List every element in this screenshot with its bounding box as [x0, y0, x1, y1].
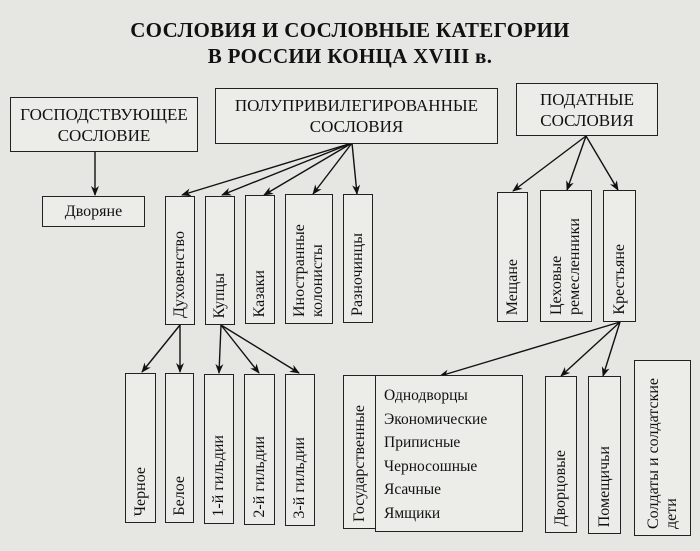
arrow: [512, 135, 587, 192]
raznochintsy-label: Разночинцы: [349, 233, 366, 316]
semi-line-2: СОСЛОВИЯ: [309, 117, 404, 136]
merchants-box: Купцы: [205, 196, 235, 325]
arrow: [560, 321, 621, 377]
white-clergy-label: Белое: [170, 476, 188, 516]
soldiers-box: Солдаты и солдатские дети: [634, 360, 691, 536]
raznochintsy-box: Разночинцы: [343, 194, 373, 323]
arrow: [439, 321, 621, 378]
arrow: [566, 135, 587, 191]
arrow: [220, 324, 300, 374]
colonists-label: Иностранные колонисты: [291, 224, 326, 317]
townspeople-box: Мещане: [497, 192, 528, 322]
state-peasants-label: Государственные: [350, 405, 368, 522]
arrow: [221, 142, 353, 196]
arrow: [220, 324, 260, 374]
taxable-line-2: СОСЛОВИЯ: [540, 110, 634, 130]
ruling-estate-box: ГОСПОДСТВУЮЩЕЕ СОСЛОВИЕ: [10, 97, 198, 152]
landlord-peasants-label: Помещичьи: [595, 445, 613, 527]
list-item: Черносошные: [384, 457, 478, 475]
guild-3-box: 3-й гильдии: [285, 374, 315, 526]
arrow: [585, 135, 619, 191]
black-clergy-box: Черное: [125, 373, 156, 523]
list-item: Экономические: [384, 410, 488, 428]
guild-2-label: 2-й гильдии: [250, 436, 268, 518]
soldiers-label: Солдаты и солдатские дети: [644, 377, 680, 529]
taxable-estates-box: ПОДАТНЫЕ СОСЛОВИЯ: [516, 83, 658, 136]
arrow: [263, 142, 353, 196]
clergy-label: Духовенство: [171, 231, 188, 318]
cossacks-box: Казаки: [245, 195, 275, 324]
list-item: Ясачные: [384, 481, 442, 498]
list-item: Однодворцы: [384, 387, 468, 404]
taxable-line-1: ПОДАТНЫЕ: [540, 89, 634, 109]
state-peasants-box: Государственные: [343, 375, 376, 529]
list-item: Приписные: [384, 434, 461, 451]
artisans-label: Цеховые ремесленники: [548, 218, 583, 315]
ruling-line-1: ГОСПОДСТВУЮЩЕЕ: [20, 104, 188, 124]
list-item: Ямщики: [384, 504, 441, 522]
arrow: [601, 321, 621, 377]
arrow: [312, 142, 353, 195]
palace-peasants-label: Дворцовые: [552, 449, 569, 526]
arrow: [141, 324, 181, 373]
colonists-box: Иностранные колонисты: [285, 194, 333, 324]
artisans-box: Цеховые ремесленники: [540, 190, 592, 322]
arrow: [351, 142, 361, 195]
arrow: [181, 142, 353, 197]
semi-privileged-box: ПОЛУПРИВИЛЕГИРОВАННЫЕ СОСЛОВИЯ: [215, 88, 498, 144]
peasants-box: Крестьяне: [603, 190, 636, 322]
arrow: [215, 324, 224, 374]
black-clergy-label: Черное: [131, 466, 149, 516]
white-clergy-box: Белое: [165, 373, 194, 523]
merchants-label: Купцы: [211, 272, 228, 318]
nobility-box: Дворяне: [42, 196, 145, 227]
cossacks-label: Казаки: [251, 269, 268, 317]
title-line-2: В РОССИИ КОНЦА XVIII в.: [207, 44, 493, 68]
palace-peasants-box: Дворцовые: [545, 376, 577, 533]
landlord-peasants-box: Помещичьи: [588, 376, 621, 534]
guild-1-label: 1-й гильдии: [210, 435, 227, 517]
title-line-1: СОСЛОВИЯ И СОСЛОВНЫЕ КАТЕГОРИИ: [130, 18, 570, 42]
clergy-box: Духовенство: [165, 196, 195, 325]
townspeople-label: Мещане: [503, 258, 521, 315]
state-peasants-list: Однодворцы Экономические Приписные Черно…: [375, 375, 523, 532]
peasants-label: Крестьяне: [610, 244, 628, 315]
semi-line-1: ПОЛУПРИВИЛЕГИРОВАННЫЕ: [234, 96, 479, 115]
guild-3-label: 3-й гильдии: [291, 437, 308, 519]
ruling-line-2: СОСЛОВИЕ: [57, 125, 151, 145]
guild-2-box: 2-й гильдии: [244, 374, 275, 525]
guild-1-box: 1-й гильдии: [204, 374, 234, 524]
